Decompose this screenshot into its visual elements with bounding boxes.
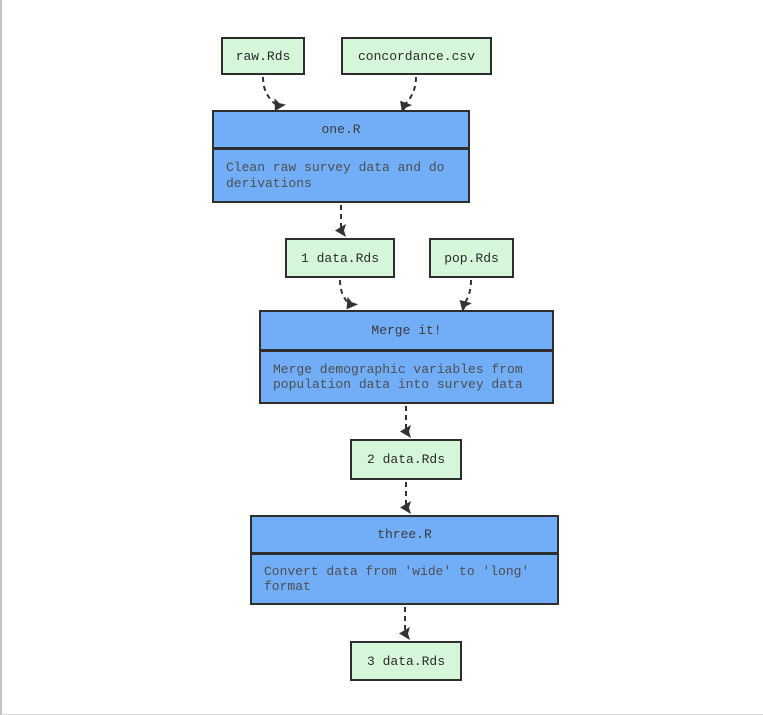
node-1-data-rds: 1 data.Rds [285, 238, 395, 278]
node-concordance-csv: concordance.csv [341, 37, 492, 75]
node-label: raw.Rds [235, 48, 291, 64]
node-label: 1 data.Rds [300, 250, 379, 266]
node-label: 2 data.Rds [366, 452, 445, 467]
node-label: pop.Rds [444, 250, 499, 266]
node-three-r: three.R Convert data from 'wide' to 'lon… [250, 515, 559, 605]
node-title: Merge it! [261, 312, 552, 352]
node-label: 3 data.Rds [366, 653, 445, 669]
node-title: three.R [252, 517, 557, 555]
node-description: Convert data from 'wide' to 'long' forma… [264, 563, 530, 594]
edge-data1-to-merge [339, 279, 359, 310]
node-raw-rds: raw.Rds [221, 37, 305, 75]
node-label: concordance.csv [357, 48, 476, 64]
node-description: Clean raw survey data and do derivations [226, 160, 445, 191]
node-one-r: one.R Clean raw survey data and do deriv… [212, 110, 470, 203]
node-2-data-rds: 2 data.Rds [350, 439, 462, 480]
node-description: Merge demographic variables from populat… [273, 361, 523, 392]
edge-concordance-to-one [400, 76, 417, 114]
node-pop-rds: pop.Rds [429, 238, 514, 278]
node-3-data-rds: 3 data.Rds [350, 641, 462, 681]
node-title: one.R [214, 112, 468, 150]
edge-raw-to-one [262, 76, 286, 112]
edge-pop-to-merge [459, 279, 472, 313]
node-merge-it: Merge it! Merge demographic variables fr… [259, 310, 554, 404]
